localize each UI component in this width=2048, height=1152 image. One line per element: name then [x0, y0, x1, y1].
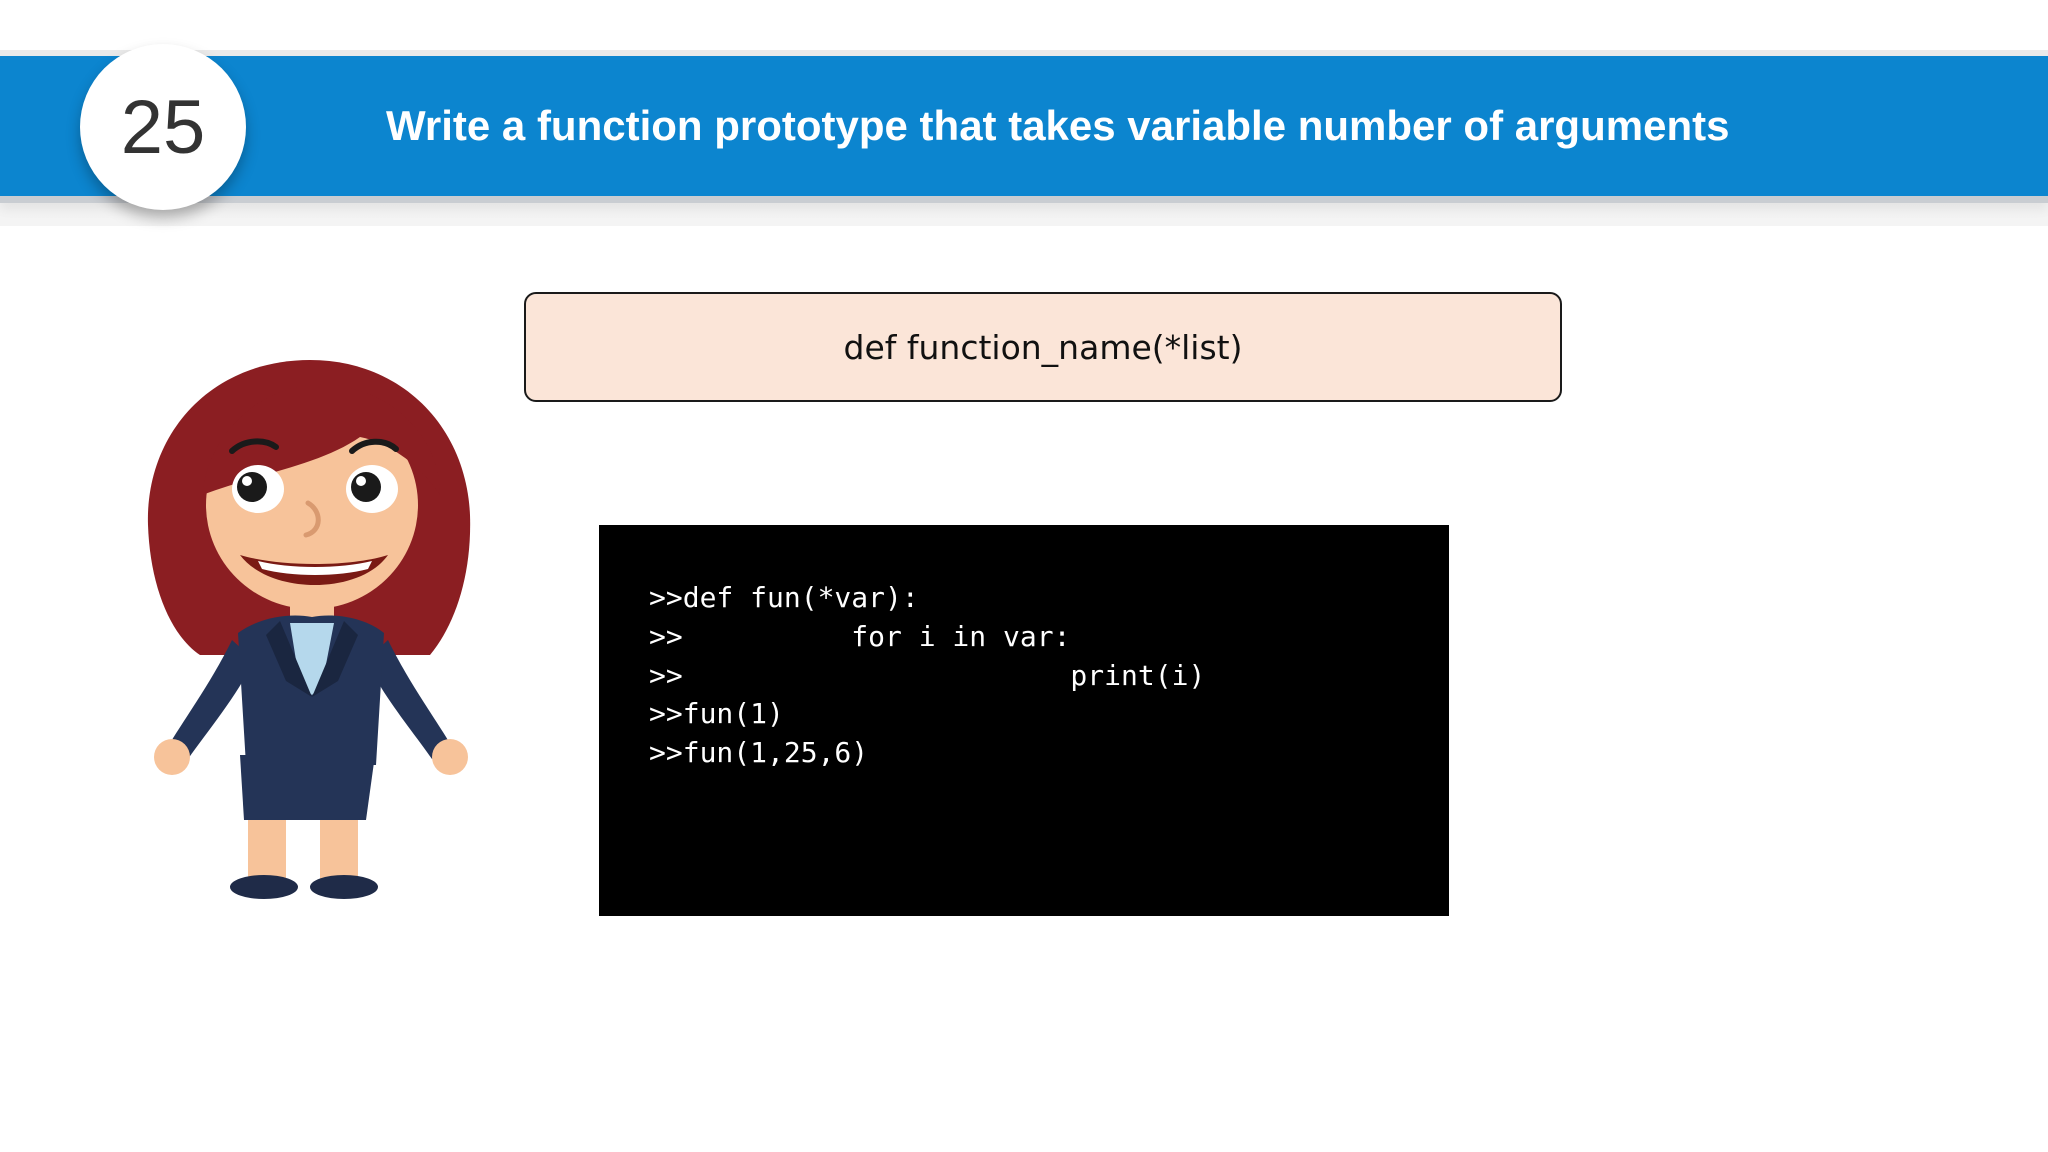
slide-title: Write a function prototype that takes va… [386, 102, 1730, 149]
code-block: >>def fun(*var): >> for i in var: >> pri… [599, 525, 1449, 916]
prototype-box: def function_name(*list) [524, 292, 1562, 402]
code-line: >>fun(1) [649, 697, 784, 730]
code-line: >> for i in var: [649, 620, 1071, 653]
code-line: >>def fun(*var): [649, 581, 919, 614]
code-line: >> print(i) [649, 659, 1206, 692]
cartoon-woman-illustration [147, 360, 471, 899]
title-banner [0, 56, 2048, 196]
code-line: >>fun(1,25,6) [649, 736, 869, 769]
prototype-text: def function_name(*list) [843, 327, 1243, 367]
slide-number-badge: 25 [80, 44, 246, 210]
